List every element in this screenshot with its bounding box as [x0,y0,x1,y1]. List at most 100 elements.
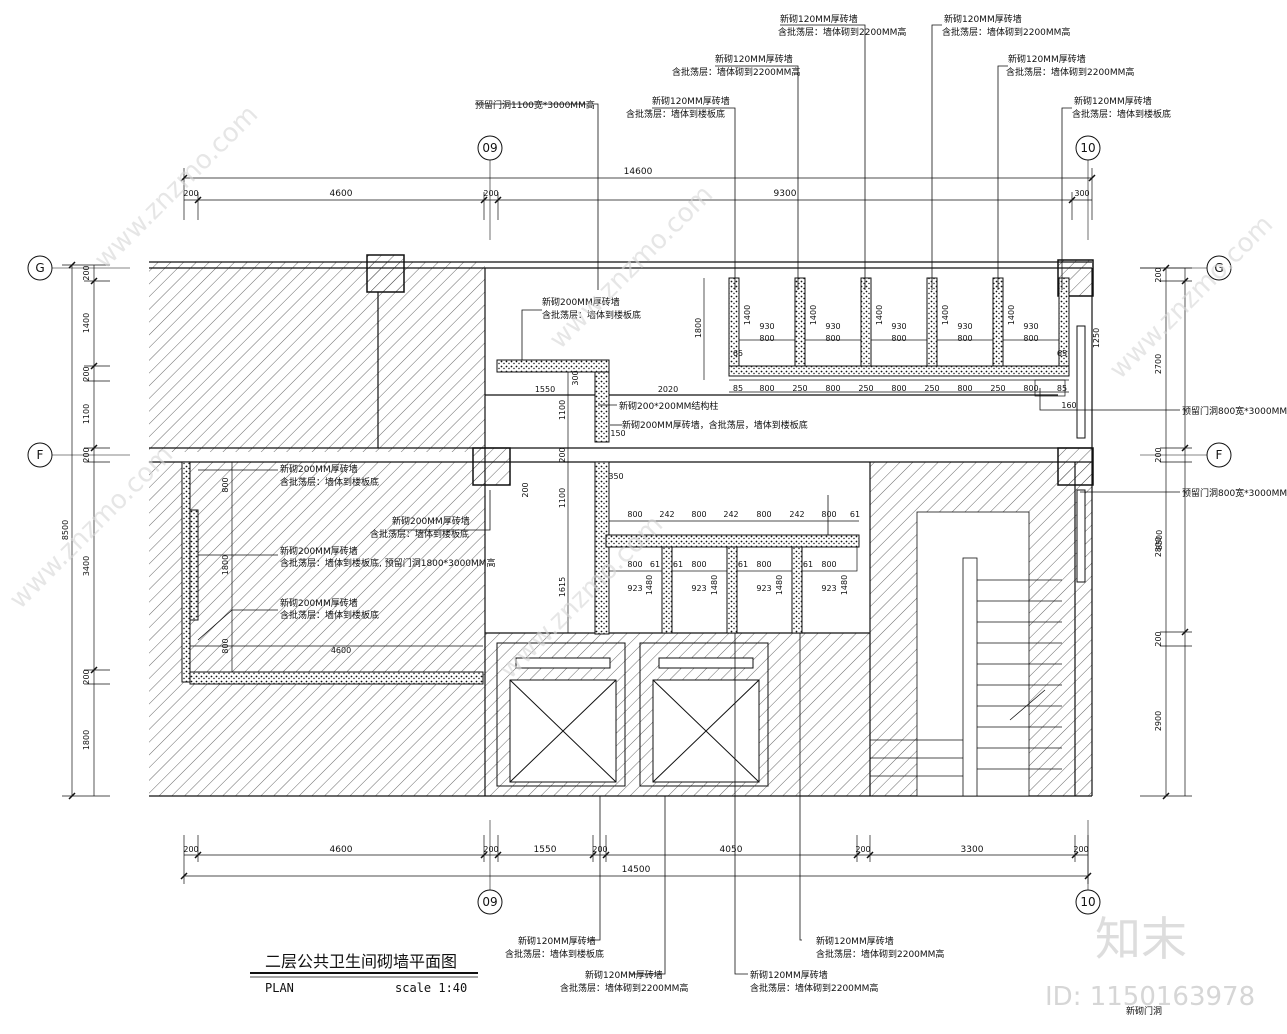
axis-bubble-f-right: F [1206,442,1232,468]
dim-lower-door-3: 800 [756,560,771,569]
dim-bot-4600: 4600 [330,845,353,855]
note-top-3a: 新砌120MM厚砖墙 [715,53,793,65]
dim-upper-small: 160 [1061,401,1076,410]
note-top-3b: 含批荡层：墙体砌到2200MM高 [672,66,800,78]
note-left-4b: 含批荡层：墙体到楼板底 [280,609,379,621]
upper-stall-doors [738,339,1066,397]
watermark-id: ID: 1150163978 [1045,982,1255,1012]
dim-lower-height-4: 1480 [840,575,849,595]
axis-bubble-09-top: 09 [477,135,503,161]
dim-upper-door-2: 800 [825,334,840,343]
dim-lower-61b: 61 [673,560,683,569]
dim-left-1800: 1800 [221,555,230,575]
dim-upper-side: 1800 [694,318,703,338]
dim-top-4600: 4600 [330,189,353,199]
dim-mid-1550: 1550 [535,385,555,394]
note-top-2a: 新砌120MM厚砖墙 [944,13,1022,25]
axis-label-09-bottom: 09 [482,895,497,909]
watermark-site-5: www.znzmo.com [1104,210,1279,385]
dim-lower-stall-3: 923 [756,584,771,593]
dim-mid-150: 150 [610,429,625,438]
note-top-4a: 新砌120MM厚砖墙 [1008,53,1086,65]
dim-left-d8: 1800 [82,730,91,750]
note-right-door-1: 预留门洞800宽*3000MM高 [1182,405,1287,417]
dim-bot-4050: 4050 [720,845,743,855]
dim-upper-b11: 85 [1057,384,1067,393]
dim-right-d6: 2900 [1154,711,1163,731]
dim-top-total: 14600 [624,167,653,177]
dim-upper-height-1: 1400 [743,305,752,325]
dimension-texts-bottom: 200 4600 200 1550 200 4050 200 3300 200 … [183,845,1088,875]
dimension-texts-top: 14600 200 4600 200 9300 300 [183,167,1089,199]
dim-lower-height-2: 1480 [710,575,719,595]
dim-upper-stall-4: 930 [957,322,972,331]
right-door-openings [1076,325,1086,583]
dim-mid-200: 200 [558,447,567,462]
dim-upper-height-3: 1400 [875,305,884,325]
dim-upper-b6: 800 [891,384,906,393]
dim-lower-stall-4: 923 [821,584,836,593]
dim-upper-stall-2: 930 [825,322,840,331]
dim-upper-b8: 800 [957,384,972,393]
axis-label-10-bottom: 10 [1080,895,1095,909]
dim-mid-2020: 2020 [658,385,678,394]
note-column: 新砌200*200MM结构柱 [619,400,718,412]
dim-left-d7: 200 [82,669,91,684]
dim-upper-height-4: 1400 [941,305,950,325]
dim-top-9300: 9300 [774,189,797,199]
axis-bubble-10-top: 10 [1075,135,1101,161]
dim-upper-b7: 250 [924,384,939,393]
dim-bot-1550: 1550 [534,845,557,855]
dimension-lines [62,168,1192,884]
dim-left-d2: 1400 [82,313,91,333]
dim-lower-top-6: 242 [789,510,804,519]
dim-upper-height-5: 1400 [1007,305,1016,325]
dim-lower-top-5: 800 [756,510,771,519]
note-top-1b: 含批荡层：墙体砌到2200MM高 [778,26,906,38]
dim-top-200b: 200 [483,189,498,198]
axis-grid-lines [52,160,1207,890]
dim-upper-door-5: 800 [1023,334,1038,343]
leader-lines [197,24,1180,975]
note-left-3b: 含批荡层：墙体到楼板底, 预留门洞1800*3000MM高 [280,557,496,569]
note-bot-1b: 含批荡层：墙体到楼板底 [505,948,604,960]
dim-mid-1100a: 1100 [558,400,567,420]
dim-lower-door-2: 800 [691,560,706,569]
dim-upper-door-4: 800 [957,334,972,343]
watermark-brand: 知末 [1095,912,1187,966]
dim-lower-top-4: 242 [723,510,738,519]
note-left-1b: 含批荡层：墙体到楼板底 [280,476,379,488]
column-f-mid [472,447,511,486]
note-door-1100: 预留门洞1100宽*3000MM高 [475,99,595,111]
note-bot-2a: 新砌120MM厚砖墙 [585,969,663,981]
note-mid-200a: 新砌200MM厚砖墙 [542,296,620,308]
dim-mid-350: 350 [608,472,623,481]
dimension-ticks [68,174,1189,880]
dim-upper-stall-1: 930 [759,322,774,331]
dim-upper-65a: 65 [733,349,743,358]
dim-mid-1100b: 1100 [558,488,567,508]
note-top-6a: 新砌120MM厚砖墙 [1074,95,1152,107]
axis-bubble-f-left: F [27,442,53,468]
note-mid-200b: 含批荡层：墙体到楼板底 [542,309,641,321]
dim-lower-door-1: 800 [627,560,642,569]
note-top-5a: 新砌120MM厚砖墙 [652,95,730,107]
dim-left-d4: 1100 [82,404,91,424]
dim-lower-top-8: 61 [850,510,860,519]
dim-upper-door-3: 800 [891,334,906,343]
axis-bubble-g-left: G [27,255,53,281]
dim-lower-height-1: 1480 [645,575,654,595]
dim-bot-200b: 200 [483,845,498,854]
inner-dimension-texts: 930 930 930 930 930 800 800 800 800 800 … [221,305,1101,655]
dim-left-total: 8500 [61,520,70,540]
watermark-cut-text: 新砌门洞 [1126,1005,1162,1017]
axis-label-09-top: 09 [482,141,497,155]
dim-upper-b1: 85 [733,384,743,393]
column-g-09 [366,254,405,293]
dim-left-4600: 4600 [331,646,351,655]
dim-lower-top-1: 800 [627,510,642,519]
dim-bot-200a: 200 [183,845,198,854]
dim-upper-height-2: 1400 [809,305,818,325]
dim-upper-right: 1250 [1092,328,1101,348]
dim-bot-total: 14500 [622,865,651,875]
